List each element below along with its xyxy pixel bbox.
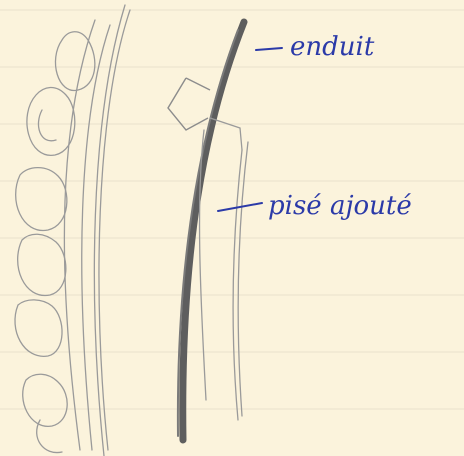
leader-line-enduit bbox=[256, 48, 282, 50]
leader-line-pise bbox=[218, 203, 262, 211]
wall-section-dark bbox=[178, 22, 244, 440]
stone-sketch-left bbox=[15, 5, 130, 456]
annotation-pise-ajoute: pisé ajouté bbox=[268, 191, 412, 221]
annotation-enduit: enduit bbox=[290, 32, 375, 62]
added-block-sketch bbox=[168, 78, 210, 130]
